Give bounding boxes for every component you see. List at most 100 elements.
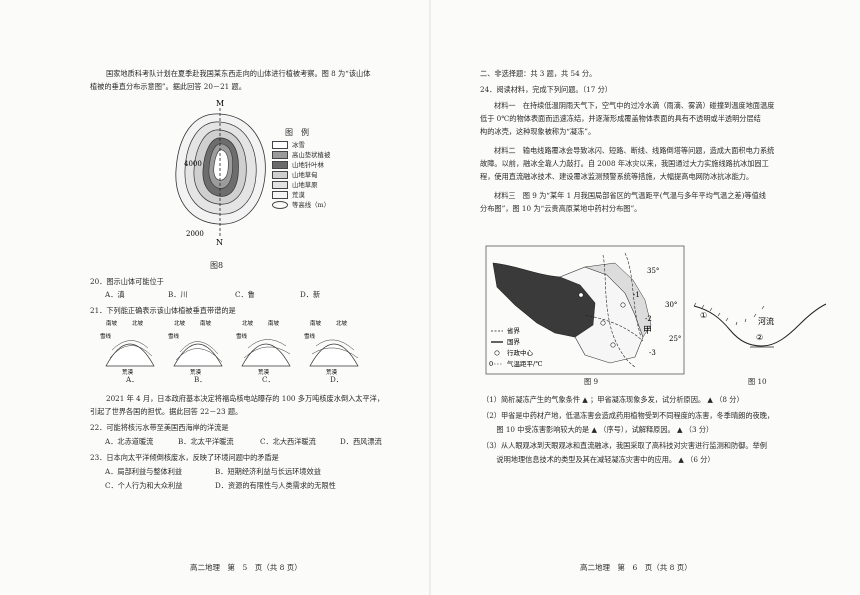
svg-text:北坡: 北坡: [336, 319, 348, 327]
material3-line-1: 材料三 图 9 为“某年 1 月我国局部省区的气温距平(气温与多年平均气温之差)…: [494, 191, 766, 200]
legend-item-alpine-cushion: 高山垫状植被: [272, 150, 330, 160]
svg-text:雪线: 雪线: [168, 332, 180, 340]
q21-option-b: B．: [194, 375, 207, 384]
q23-stem: 23．日本向太平洋倾倒核废水，反映了环境问题中的矛盾是: [90, 453, 279, 462]
legend-swatch: [272, 181, 288, 189]
q20-option-b: B．川: [168, 290, 188, 299]
section-title: 二、非选择题：共 3 题，共 54 分。: [480, 69, 597, 78]
svg-text:荒漠: 荒漠: [258, 368, 270, 376]
q22-option-d: D．西风漂流: [340, 437, 382, 446]
legend-item-contour: 等高线（m）: [272, 200, 330, 210]
q24-1: （1）简析凝冻产生的气象条件 ▲ ；甲省凝冻现象多发，试分析原因。 ▲ （8 分…: [482, 395, 744, 404]
lat-35: 35°: [647, 267, 659, 275]
svg-text:南坡: 南坡: [200, 319, 212, 327]
material1-line-3: 构的冰壳，这种现象被称为“凝冻”。: [480, 127, 596, 136]
svg-text:荒漠: 荒漠: [326, 368, 338, 376]
svg-text:南坡: 南坡: [310, 319, 322, 327]
svg-text:南坡: 南坡: [106, 319, 118, 327]
legend-item-desert: 荒漠: [272, 190, 330, 200]
isoline-minus-3: -3: [649, 349, 656, 357]
legend-item-conifer: 山地针叶林: [272, 160, 330, 170]
q23-option-b: B．短期经济利益与长远环境效益: [215, 467, 321, 476]
page-fold: [429, 0, 431, 595]
legend-item-snow: 冰雪: [272, 140, 330, 150]
svg-text:雪线: 雪线: [100, 332, 112, 340]
isoline-minus-1: -1: [633, 291, 640, 299]
lat-30: 30°: [665, 301, 677, 309]
q22-option-c: C．北大西洋暖流: [260, 437, 316, 446]
q21-option-c: C．: [262, 375, 275, 384]
q21-diagram-d: 南坡 北坡 雪线 荒漠: [304, 319, 359, 376]
q23-option-d: D．资源的有限性与人类需求的无限性: [215, 481, 336, 490]
legend-swatch: [272, 201, 288, 209]
q21-diagrams: 南坡 北坡 雪线 荒漠 北坡 南坡 雪线 荒漠 北坡 南坡 雪线 荒漠: [100, 319, 359, 376]
q20-option-a: A．滇: [105, 290, 125, 299]
q21-stem: 21．下列能正确表示该山体植被垂直带谱的是: [90, 306, 236, 315]
q20-stem: 20．图示山体可能位于: [90, 277, 164, 286]
material2-line-3: 程，使用直流融冰技术、建设覆冰监测预警系统等措施，大幅提高电网防冰抗冰能力。: [480, 172, 754, 181]
legend-title: 图 例: [285, 128, 309, 137]
q22-stem: 22．可能将核污水带至美国西海岸的洋流是: [90, 423, 229, 432]
material2-line-2: 故障。以前，融冰全靠人力敲打。自 2008 年冰灾以来，我国通过大力实施线路抗冰…: [480, 159, 769, 168]
svg-text:北坡: 北坡: [132, 319, 144, 327]
place-jia: 甲: [643, 325, 652, 336]
svg-text:荒漠: 荒漠: [190, 368, 202, 376]
legend-temp-anomaly: 气温距平/℃: [507, 359, 542, 368]
svg-text:荒漠: 荒漠: [122, 368, 134, 376]
svg-text:北坡: 北坡: [242, 319, 254, 327]
legend-province: 省界: [507, 326, 521, 335]
material3-line-2: 分布图”，图 10 为“云贵高原某地中药村分布图”。: [480, 204, 642, 213]
south-label: N: [216, 238, 223, 246]
q23-option-a: A．局部利益与整体利益: [105, 467, 183, 476]
legend-swatch: [272, 141, 288, 149]
footer-page-6: 高二地理 第 6 页（共 8 页）: [580, 563, 692, 572]
q21-diagram-b: 北坡 南坡 雪线 荒漠: [168, 319, 223, 376]
marker-2: ②: [756, 333, 763, 342]
svg-text:雪线: 雪线: [304, 332, 316, 340]
legend-item-meadow: 山地草甸: [272, 170, 330, 180]
north-label: M: [216, 99, 224, 108]
contour-label-4000: 4000: [184, 160, 202, 168]
q21-option-a: A．: [126, 375, 139, 384]
river-label: 河流: [758, 316, 774, 326]
passage-line-1: 2021 年 4 月，日本政府基本决定将福岛核电站曝存的 100 多万吨核废水倒…: [106, 394, 385, 403]
q21-diagram-a: 南坡 北坡 雪线 荒漠: [100, 319, 155, 376]
figure-9-map: 35° 30° 25° -1 -2 -3 甲 省界 国界 行政中心 0 气温距平…: [485, 245, 685, 375]
fig9-caption: 图 9: [584, 377, 599, 386]
isoline-minus-2: -2: [645, 315, 652, 323]
q24-2-line-2: 图 10 中受冻害影响较大的是 ▲ （序号），试解释原因。 ▲ （3 分）: [482, 425, 714, 434]
intro-line-2: 植被的垂直分布示意图”。据此回答 20－21 题。: [90, 82, 246, 91]
legend: 冰雪 高山垫状植被 山地针叶林 山地草甸 山地草原 荒漠 等高线（m）: [272, 140, 330, 210]
legend-zero: 0: [489, 360, 493, 368]
q21-option-d: D．: [330, 375, 343, 384]
svg-text:南坡: 南坡: [268, 319, 280, 327]
q20-option-d: D．新: [300, 290, 321, 299]
q24-2-line-1: （2）甲省是中药材产地，低温冻害会造成药用植物受到不同程度的冻害，冬季晴朗的夜晚…: [482, 411, 775, 420]
legend-national: 国界: [507, 338, 521, 346]
fig10-caption: 图 10: [748, 377, 767, 386]
figure-10-profile: ① ② 河流: [693, 300, 827, 348]
legend-swatch: [272, 161, 288, 169]
q22-option-b: B．北太平洋暖流: [178, 437, 234, 446]
q22-option-a: A．北赤道暖流: [105, 437, 154, 446]
lat-25: 25°: [669, 335, 681, 343]
legend-swatch: [272, 151, 288, 159]
left-page: 国家地质科考队计划在夏季赴我国某东西走向的山体进行植被考察。图 8 为“该山体 …: [90, 69, 385, 572]
material2-line-1: 材料二 输电线路覆冰会导致冰闪、短路、断线、线路倒塔等问题，造成大面积电力系统: [494, 146, 775, 155]
q24-heading: 24．阅读材料，完成下列问题。（17 分）: [480, 85, 612, 94]
q23-option-c: C．个人行为和大众利益: [105, 481, 183, 490]
svg-text:北坡: 北坡: [174, 319, 186, 327]
footer-page-5: 高二地理 第 5 页（共 8 页）: [190, 563, 302, 572]
legend-swatch: [272, 191, 288, 199]
q20-option-c: C．鲁: [235, 290, 255, 299]
figure-8-map: M N 4000 2000: [175, 99, 266, 246]
q21-diagram-c: 北坡 南坡 雪线 荒漠: [236, 319, 291, 376]
q24-3-line-2: 说明地理信息技术的类型及其在减轻凝冻灾害中的应用。 ▲ （6 分）: [482, 455, 715, 464]
legend-item-steppe: 山地草原: [272, 180, 330, 190]
marker-1: ①: [700, 311, 707, 320]
intro-line-1: 国家地质科考队计划在夏季赴我国某东西走向的山体进行植被考察。图 8 为“该山体: [106, 69, 371, 78]
contour-label-2000: 2000: [186, 230, 204, 238]
legend-admin-center: 行政中心: [507, 348, 534, 357]
material1-line-1: 材料一 在持续低温阴雨天气下，空气中的过冷水滴（雨滴、雾滴）碰撞到温度地面温度: [494, 101, 775, 110]
passage-line-2: 引起了世界各国的担忧。据此回答 22－23 题。: [90, 407, 243, 416]
